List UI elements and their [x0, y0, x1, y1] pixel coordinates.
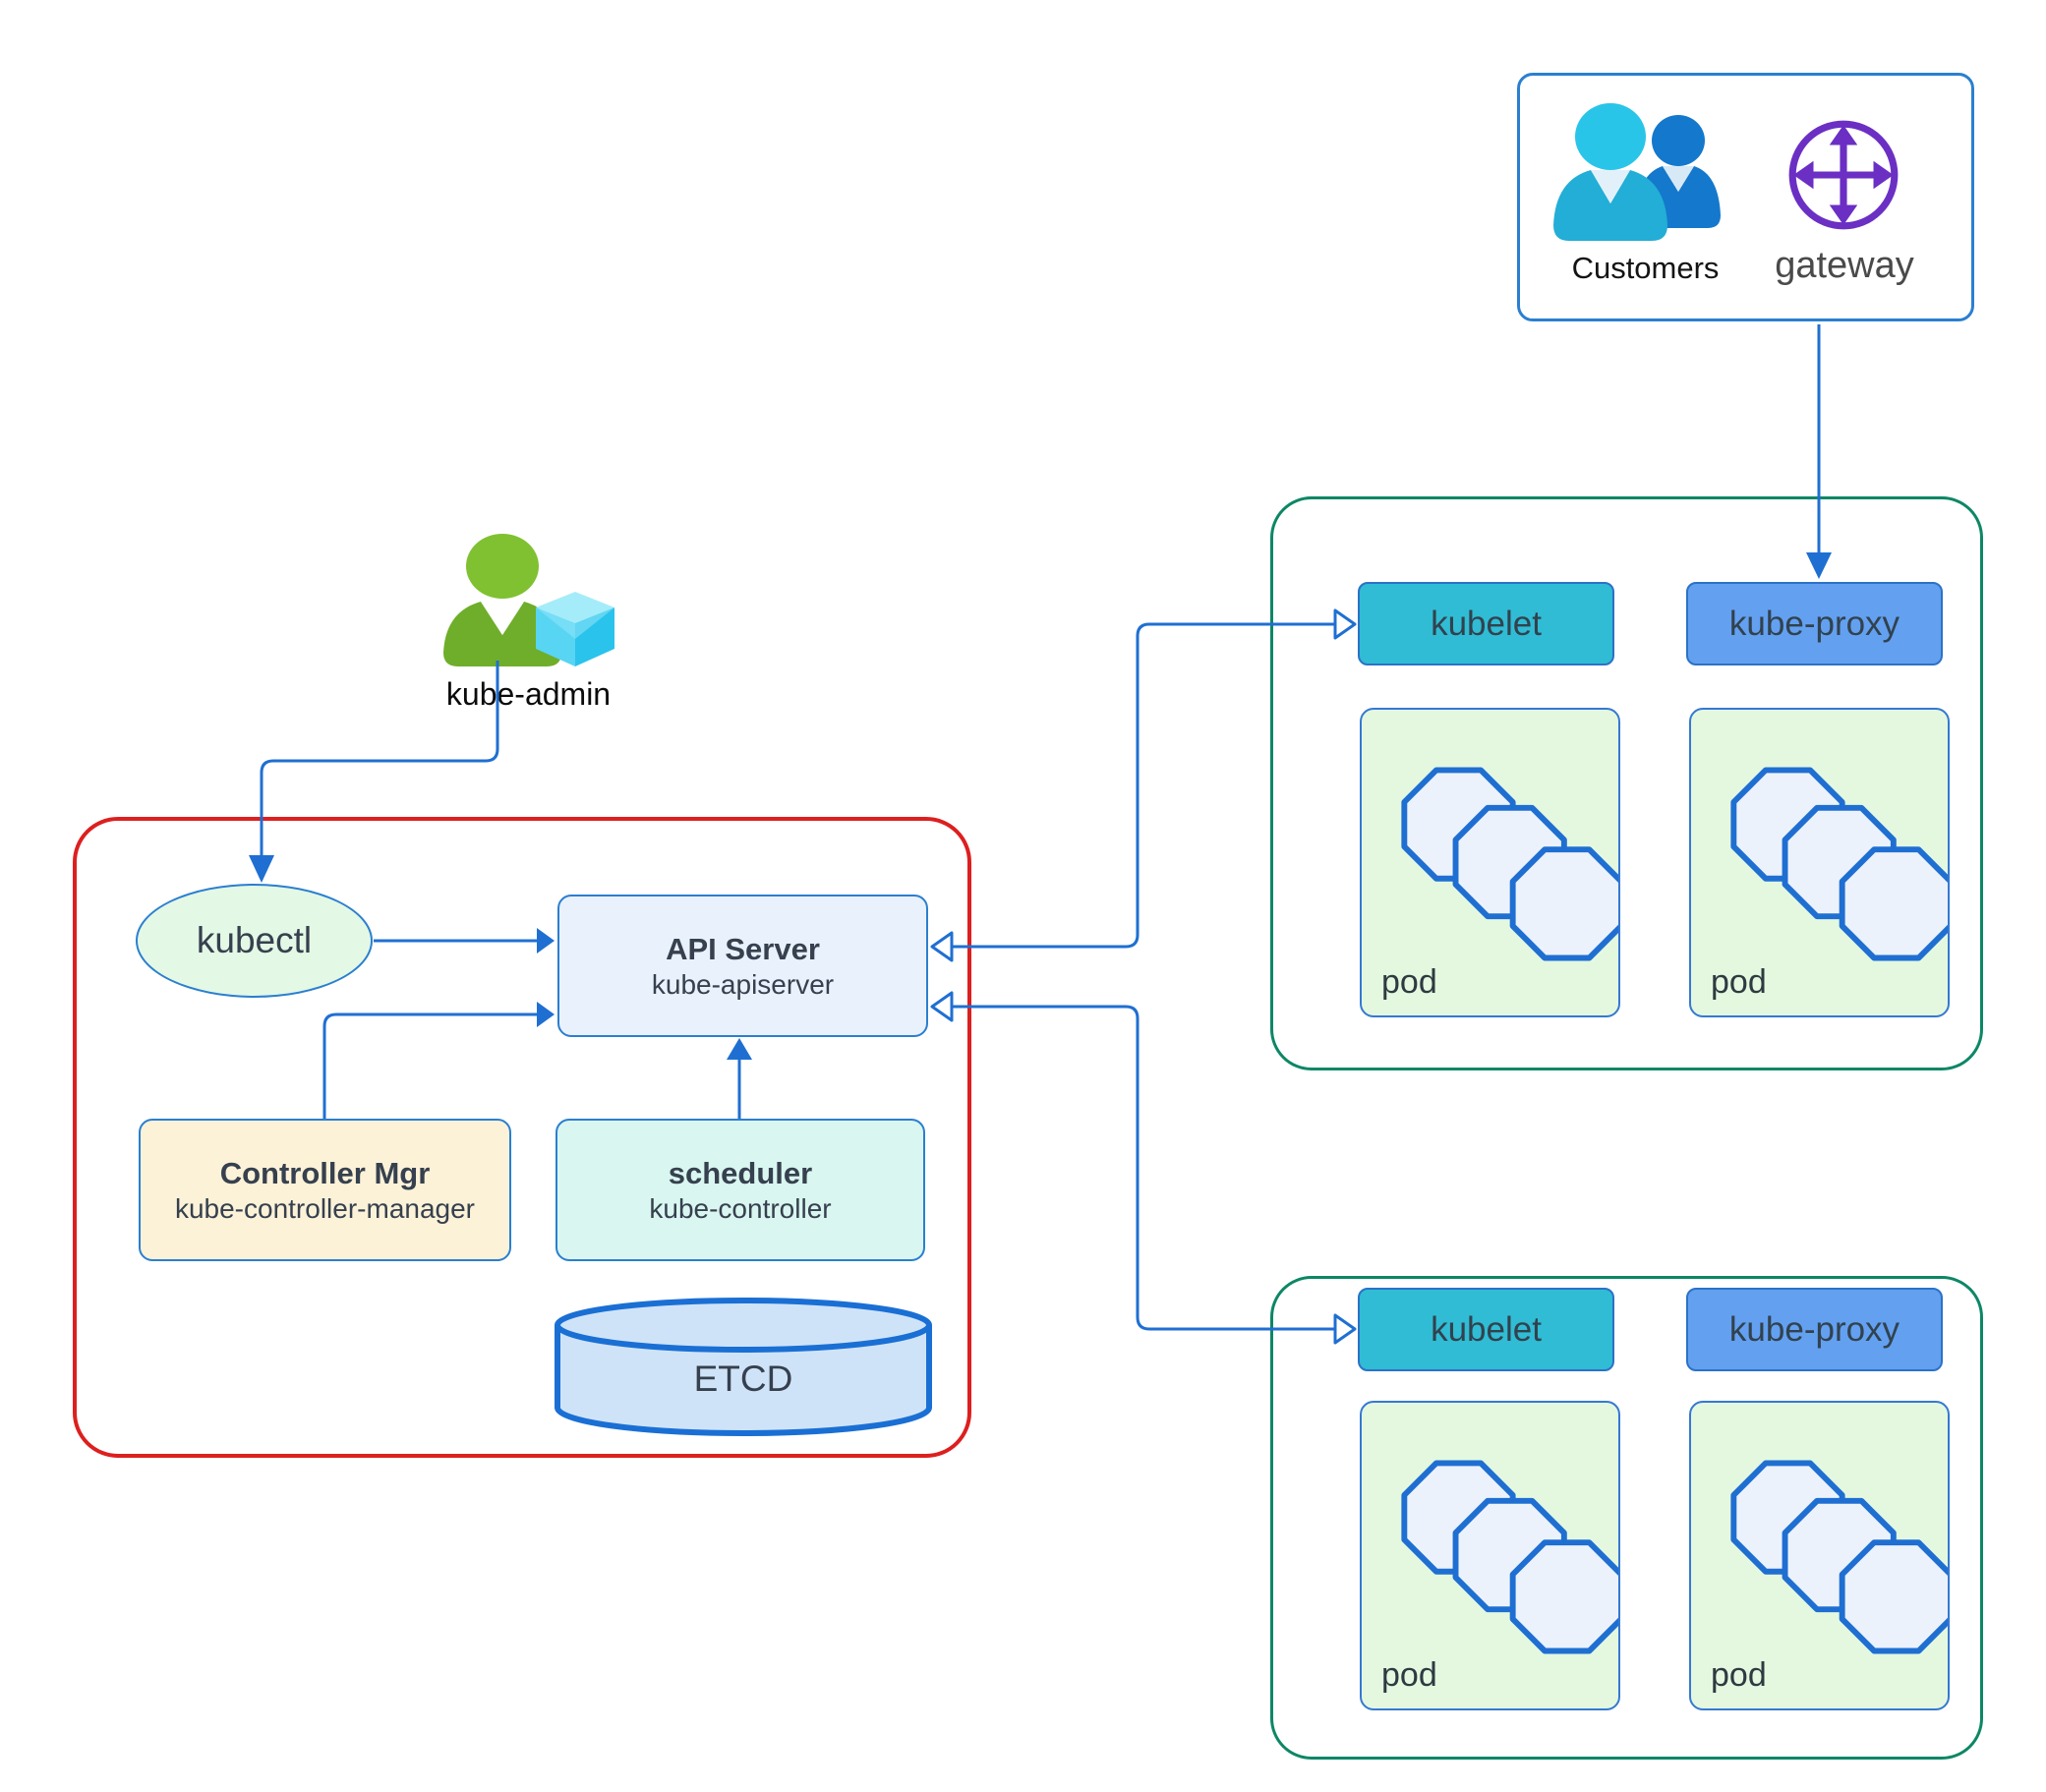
api-server-subtitle: kube-apiserver	[651, 968, 835, 1000]
api-server-box: API Server kube-apiserver	[557, 895, 928, 1037]
pod-label: pod	[1711, 1656, 1767, 1694]
pod-containers-icon	[1730, 1460, 1948, 1654]
kube-admin-label: kube-admin	[445, 676, 612, 712]
kubectl-ellipse: kubectl	[136, 884, 373, 998]
pod-label: pod	[1711, 963, 1767, 1001]
gateway-label: gateway	[1775, 245, 1914, 286]
pod-containers-icon	[1401, 767, 1618, 961]
customers-label: Customers	[1571, 251, 1720, 285]
node2-kubelet-label: kubelet	[1431, 1309, 1542, 1349]
node1-pod-group-1: pod	[1360, 708, 1620, 1017]
node2-pod-group-2: pod	[1689, 1401, 1950, 1710]
kube-admin-figure: kube-admin	[418, 531, 639, 718]
node1-kubelet-box: kubelet	[1358, 582, 1614, 665]
pod-label: pod	[1381, 963, 1437, 1001]
api-server-title: API Server	[666, 931, 820, 966]
node2-kube-proxy-label: kube-proxy	[1728, 1309, 1900, 1349]
controller-manager-box: Controller Mgr kube-controller-manager	[139, 1119, 511, 1261]
pod-containers-icon	[1401, 1460, 1618, 1654]
node1-pod-group-2: pod	[1689, 708, 1950, 1017]
node1-kube-proxy-box: kube-proxy	[1686, 582, 1943, 665]
node2-pod-group-1: pod	[1360, 1401, 1620, 1710]
worker-node-2-boundary	[1270, 1276, 1983, 1760]
node1-kubelet-label: kubelet	[1431, 604, 1542, 643]
controller-manager-subtitle: kube-controller-manager	[174, 1192, 476, 1224]
link-apiserver-node2-kubelet	[952, 1005, 1335, 1331]
scheduler-box: scheduler kube-controller	[555, 1119, 925, 1261]
etcd-label: ETCD	[693, 1358, 793, 1399]
pod-label: pod	[1381, 1656, 1437, 1694]
gateway-icon	[1788, 120, 1899, 230]
kube-admin-icon	[443, 534, 614, 666]
scheduler-title: scheduler	[668, 1155, 813, 1190]
etcd-cylinder: ETCD	[552, 1296, 935, 1441]
kubectl-label: kubectl	[196, 920, 313, 960]
node1-kube-proxy-label: kube-proxy	[1728, 604, 1900, 643]
pod-containers-icon	[1730, 767, 1948, 961]
etcd-cylinder-icon	[555, 1298, 932, 1436]
controller-manager-title: Controller Mgr	[219, 1155, 431, 1190]
node2-kubelet-box: kubelet	[1358, 1288, 1614, 1371]
scheduler-subtitle: kube-controller	[649, 1192, 832, 1224]
customers-icon	[1553, 103, 1721, 241]
customers-gateway-panel: Customers gateway	[1517, 73, 1974, 321]
node2-kube-proxy-box: kube-proxy	[1686, 1288, 1943, 1371]
